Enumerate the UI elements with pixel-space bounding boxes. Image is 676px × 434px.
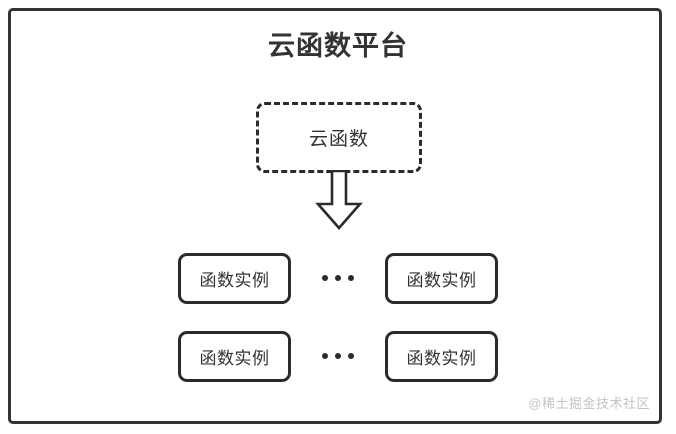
- function-instance-label: 函数实例: [406, 270, 477, 290]
- function-instance-label: 函数实例: [199, 348, 270, 368]
- function-instance-box: 函数实例: [178, 252, 291, 304]
- function-instance-label: 函数实例: [199, 270, 270, 290]
- ellipsis-dot: [335, 275, 341, 281]
- ellipsis-icon: [291, 331, 385, 382]
- ellipsis-dot: [335, 353, 341, 359]
- instance-row: 函数实例 函数实例: [0, 252, 676, 304]
- function-instance-box: 函数实例: [385, 252, 498, 304]
- cloud-function-label: 云函数: [308, 129, 369, 150]
- ellipsis-dot: [322, 275, 328, 281]
- watermark: @稀土掘金技术社区: [528, 396, 650, 411]
- ellipsis-dot: [348, 275, 354, 281]
- function-instance-box: 函数实例: [385, 330, 498, 382]
- function-instance-box: 函数实例: [178, 330, 291, 382]
- ellipsis-icon: [291, 253, 385, 304]
- ellipsis-dot: [348, 353, 354, 359]
- cloud-function-node: 云函数: [256, 102, 422, 173]
- ellipsis-dot: [322, 353, 328, 359]
- function-instance-label: 函数实例: [406, 348, 477, 368]
- page-title: 云函数平台: [268, 31, 408, 61]
- instance-row: 函数实例 函数实例: [0, 330, 676, 382]
- down-arrow-icon: [315, 169, 363, 230]
